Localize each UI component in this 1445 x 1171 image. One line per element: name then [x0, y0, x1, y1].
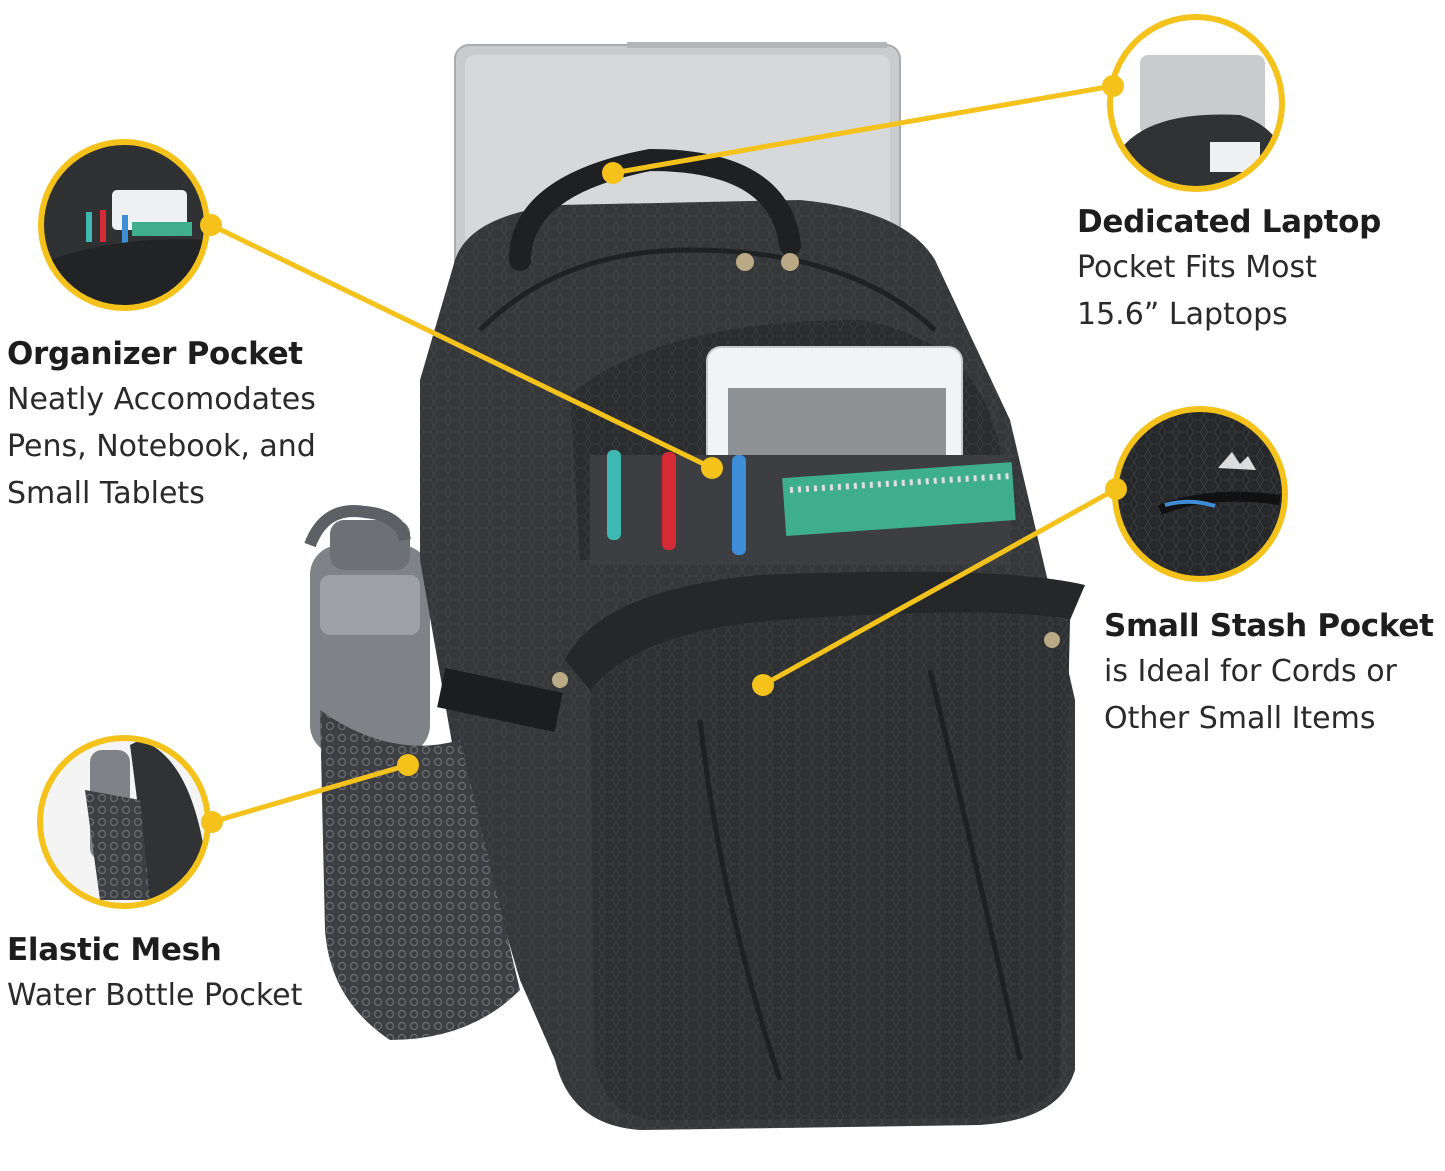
callout-line: Small Tablets: [7, 476, 205, 511]
notebook-illustration: [782, 462, 1016, 537]
detail-circle-organizer: [38, 139, 210, 311]
callout-line: Water Bottle Pocket: [7, 978, 303, 1013]
detail-circle-stash: [1112, 406, 1288, 582]
high-sierra-logo: [1218, 452, 1256, 470]
callout-small-stash-pocket: Small Stash Pocket is Ideal for Cords or…: [1104, 604, 1434, 742]
callout-line: Neatly Accomodates: [7, 382, 316, 417]
callout-dedicated-laptop: Dedicated Laptop Pocket Fits Most 15.6” …: [1077, 200, 1381, 338]
connector-stash: [752, 478, 1127, 696]
callout-title: Organizer Pocket: [7, 336, 303, 372]
callout-title: Elastic Mesh: [7, 932, 222, 968]
callout-line: is Ideal for Cords or: [1104, 654, 1397, 689]
callout-line: Pens, Notebook, and: [7, 429, 316, 464]
callout-line: 15.6” Laptops: [1077, 297, 1288, 332]
callout-line: Other Small Items: [1104, 701, 1376, 736]
pen-icons: [607, 450, 746, 555]
connector-laptop: [602, 75, 1124, 184]
callout-title: Dedicated Laptop: [1077, 204, 1382, 240]
connector-organizer: [200, 214, 723, 479]
callout-organizer-pocket: Organizer Pocket Neatly Accomodates Pens…: [7, 332, 316, 517]
connector-mesh: [201, 754, 419, 833]
detail-circle-laptop: [1107, 14, 1285, 192]
callout-line: Pocket Fits Most: [1077, 250, 1317, 285]
backpack-illustration: [320, 148, 1085, 1130]
callout-elastic-mesh: Elastic Mesh Water Bottle Pocket: [7, 928, 302, 1019]
water-bottle-illustration: [304, 505, 430, 755]
detail-circle-mesh: [37, 735, 211, 909]
callout-title: Small Stash Pocket: [1104, 608, 1434, 644]
